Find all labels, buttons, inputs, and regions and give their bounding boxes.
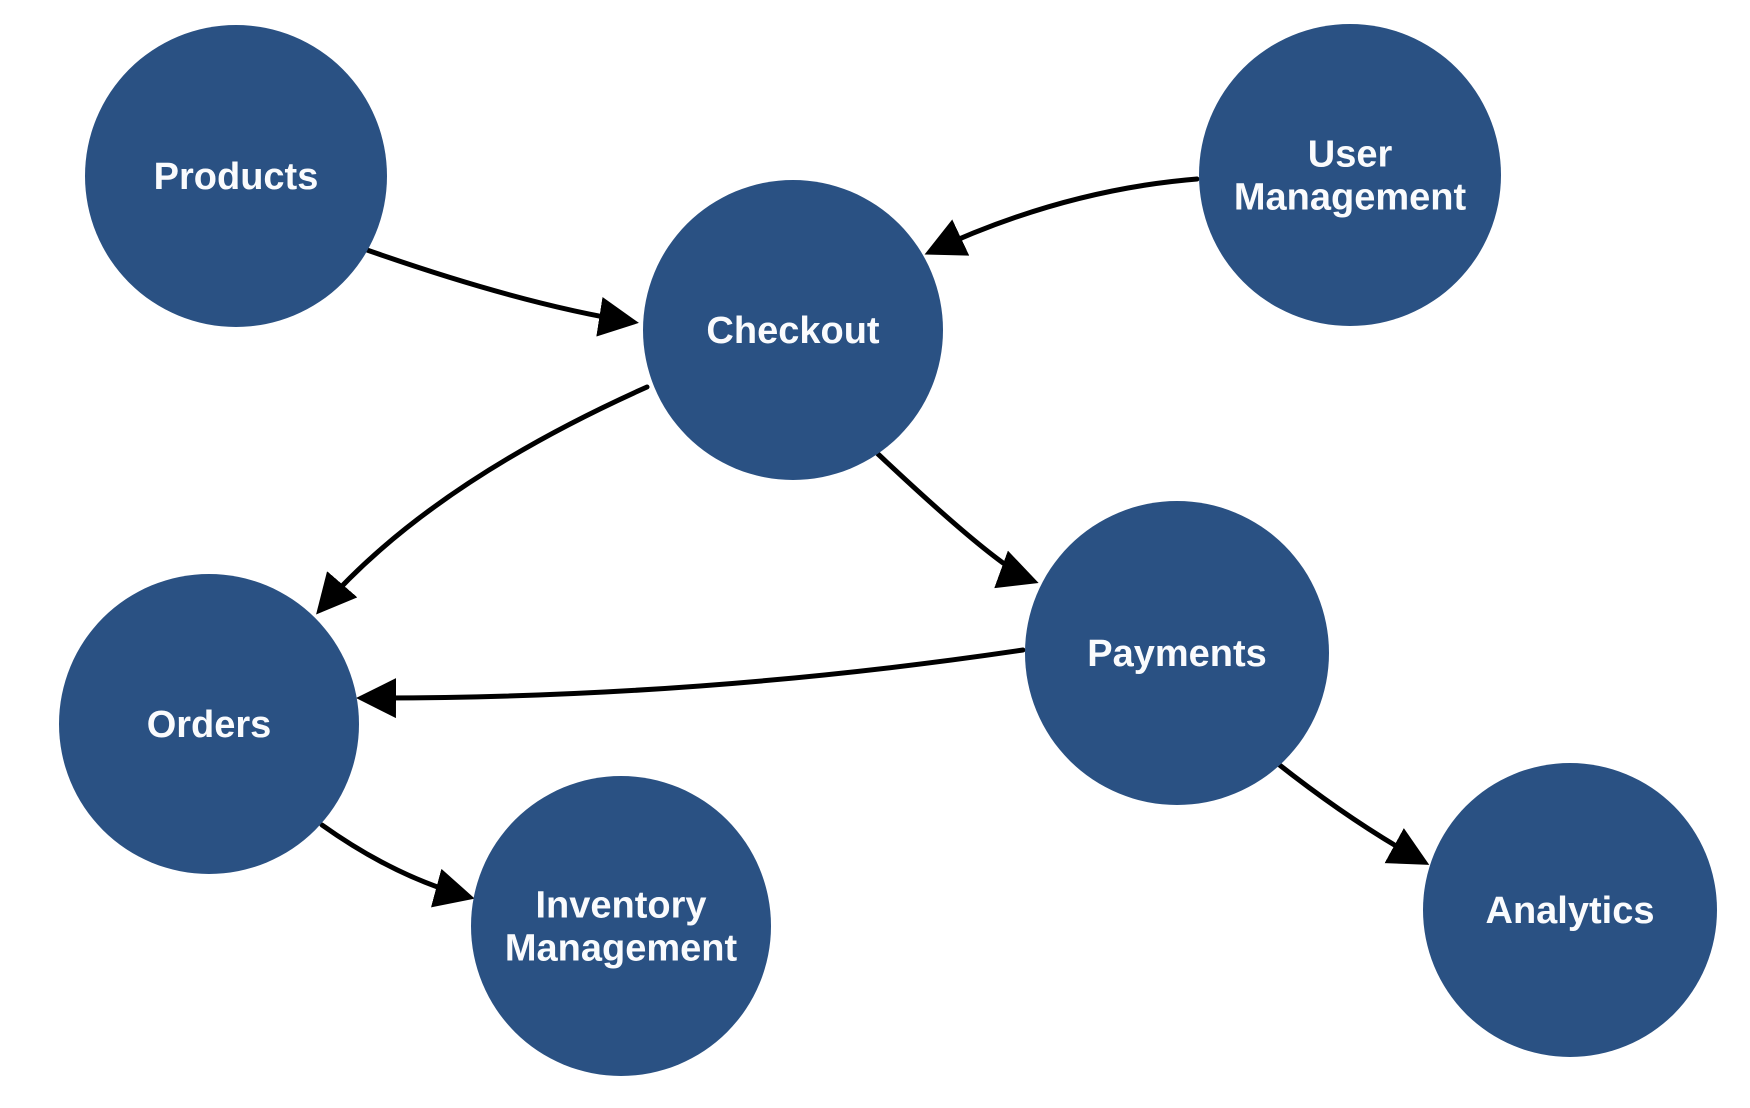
node-analytics-circle[interactable] xyxy=(1423,763,1717,1057)
edges-layer xyxy=(316,176,1430,908)
node-user-management-circle[interactable] xyxy=(1199,24,1501,326)
node-inventory-management-circle[interactable] xyxy=(471,776,771,1076)
node-orders-circle[interactable] xyxy=(59,574,359,874)
node-checkout[interactable]: Checkout xyxy=(643,180,943,480)
edge-orders-to-inventory-management xyxy=(319,822,475,908)
node-payments-circle[interactable] xyxy=(1025,501,1329,805)
edge-user-management-to-checkout xyxy=(924,176,1200,256)
edge-checkout-to-orders xyxy=(316,384,650,615)
node-checkout-circle[interactable] xyxy=(643,180,943,480)
node-orders[interactable]: Orders xyxy=(59,574,359,874)
edge-checkout-to-payments xyxy=(875,451,1039,589)
node-analytics[interactable]: Analytics xyxy=(1423,763,1717,1057)
node-payments[interactable]: Payments xyxy=(1025,501,1329,805)
edge-products-to-checkout xyxy=(364,247,639,337)
node-products-circle[interactable] xyxy=(85,25,387,327)
node-products[interactable]: Products xyxy=(85,25,387,327)
edge-payments-to-analytics xyxy=(1274,760,1430,865)
edge-payments-to-orders xyxy=(356,647,1026,719)
